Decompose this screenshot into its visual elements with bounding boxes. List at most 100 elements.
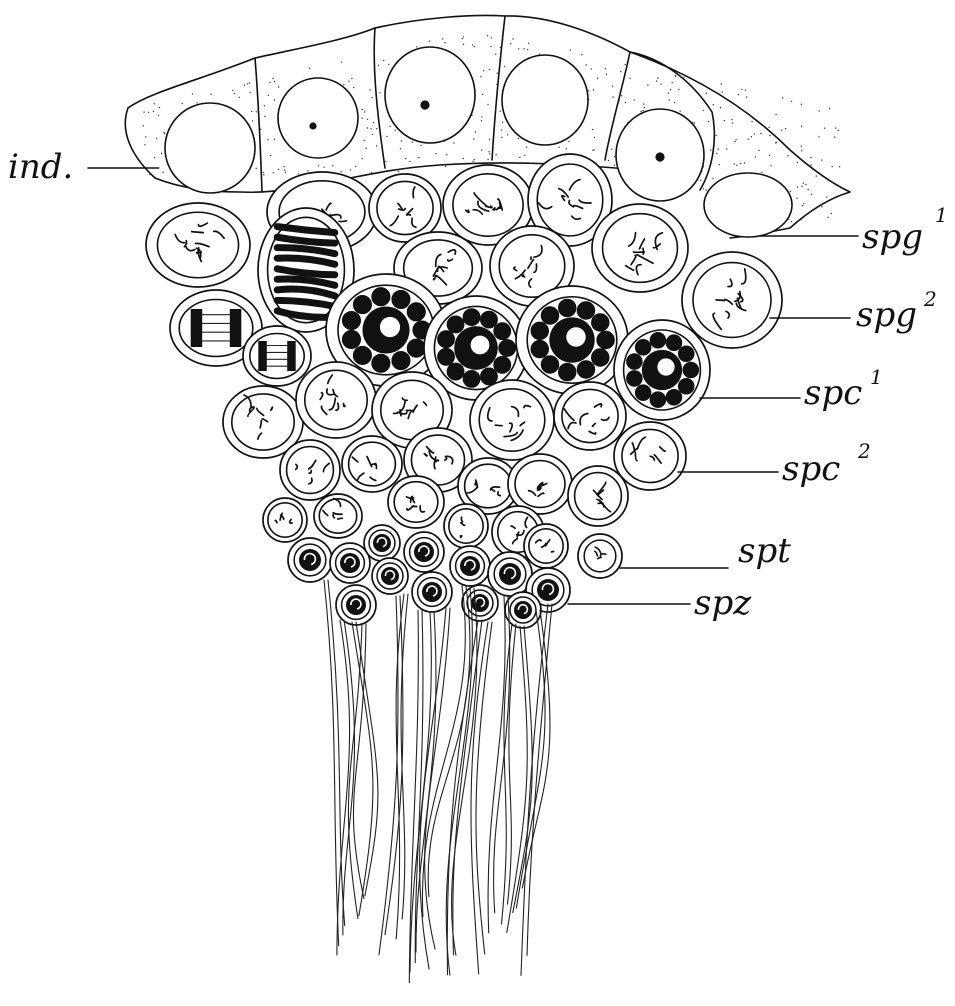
stipple-dot bbox=[706, 189, 707, 190]
germ-cell bbox=[444, 504, 488, 548]
chromatin-clump bbox=[463, 309, 480, 326]
stipple-dot bbox=[269, 82, 270, 83]
stipple-dot bbox=[309, 68, 310, 69]
label-spg2: spg bbox=[856, 295, 917, 335]
cell-nucleus bbox=[453, 174, 523, 236]
germ-cell bbox=[404, 532, 444, 572]
stipple-dot bbox=[475, 131, 476, 132]
stipple-dot bbox=[267, 139, 268, 140]
germ-cell bbox=[682, 252, 782, 348]
stipple-dot bbox=[621, 95, 622, 96]
stipple-dot bbox=[527, 49, 528, 50]
stipple-dot bbox=[463, 36, 464, 37]
stipple-dot bbox=[362, 109, 363, 110]
germ-cell bbox=[336, 585, 376, 625]
stipple-dot bbox=[805, 184, 806, 185]
stipple-dot bbox=[274, 81, 275, 82]
chromatin-clump bbox=[353, 296, 371, 314]
stipple-dot bbox=[620, 71, 621, 72]
stipple-dot bbox=[719, 164, 720, 165]
stipple-dot bbox=[647, 84, 648, 85]
label-spc2: spc bbox=[782, 449, 840, 489]
stipple-dot bbox=[721, 83, 722, 84]
stipple-dot bbox=[821, 206, 822, 207]
chromatin-clump bbox=[342, 312, 360, 330]
stipple-dot bbox=[716, 135, 717, 136]
stipple-dot bbox=[642, 110, 643, 111]
nucleolus bbox=[421, 101, 429, 109]
stipple-dot bbox=[708, 121, 709, 122]
stipple-dot bbox=[405, 168, 406, 169]
stipple-dot bbox=[252, 120, 253, 121]
stipple-dot bbox=[284, 166, 285, 167]
stipple-dot bbox=[797, 186, 798, 187]
stipple-dot bbox=[343, 84, 344, 85]
germ-cell bbox=[364, 525, 400, 561]
sperm-head bbox=[499, 563, 521, 585]
germ-cell bbox=[388, 476, 444, 528]
stipple-dot bbox=[244, 85, 245, 86]
cell-nucleus bbox=[319, 499, 356, 533]
stipple-dot bbox=[272, 78, 273, 79]
stipple-dot bbox=[501, 129, 502, 130]
stipple-dot bbox=[633, 99, 634, 100]
chromatin-strand bbox=[338, 518, 342, 519]
stipple-dot bbox=[644, 107, 645, 108]
stipple-dot bbox=[495, 54, 496, 55]
chromatin-clump bbox=[392, 290, 410, 308]
germ-cell bbox=[342, 436, 402, 492]
stipple-dot bbox=[154, 103, 155, 104]
chromatin-clump bbox=[481, 311, 498, 328]
stipple-dot bbox=[472, 161, 473, 162]
stipple-dot bbox=[591, 68, 592, 69]
stipple-dot bbox=[250, 92, 251, 93]
sperm-tail bbox=[494, 596, 510, 913]
chromatin-clump bbox=[541, 307, 558, 324]
stipple-dot bbox=[249, 82, 250, 83]
stipple-dot bbox=[832, 166, 833, 167]
stipple-dot bbox=[463, 158, 464, 159]
stipple-dot bbox=[734, 163, 735, 164]
stipple-dot bbox=[674, 102, 675, 103]
stipple-dot bbox=[416, 46, 417, 47]
stipple-dot bbox=[581, 54, 582, 55]
stipple-dot bbox=[260, 129, 261, 130]
stipple-dot bbox=[369, 89, 370, 90]
stipple-dot bbox=[378, 65, 379, 66]
stipple-dot bbox=[239, 97, 240, 98]
stipple-dot bbox=[746, 96, 747, 97]
cell-nucleus bbox=[287, 447, 334, 494]
stipple-dot bbox=[720, 107, 721, 108]
germ-cell bbox=[450, 546, 490, 586]
stipple-dot bbox=[490, 46, 491, 47]
stipple-dot bbox=[810, 164, 811, 165]
chromatin-strand bbox=[716, 300, 725, 301]
sperm-tail bbox=[446, 588, 472, 975]
stipple-dot bbox=[769, 135, 770, 136]
stipple-dot bbox=[796, 198, 797, 199]
sperm-tail bbox=[324, 580, 339, 946]
stipple-dot bbox=[523, 48, 524, 49]
stipple-dot bbox=[716, 153, 717, 154]
stipple-dot bbox=[490, 37, 491, 38]
stipple-dot bbox=[829, 108, 830, 109]
follicle-cell-nucleus bbox=[385, 47, 475, 143]
stipple-dot bbox=[710, 149, 711, 150]
chromatin-clump bbox=[481, 368, 498, 385]
stipple-dot bbox=[164, 133, 165, 134]
stipple-dot bbox=[483, 70, 484, 71]
stipple-dot bbox=[274, 139, 275, 140]
germ-cell bbox=[263, 498, 307, 542]
chromatin-clump bbox=[592, 349, 609, 366]
stipple-dot bbox=[722, 91, 723, 92]
follicle-cell-nucleus bbox=[278, 78, 358, 158]
chromatin-clump bbox=[353, 346, 371, 364]
stipple-dot bbox=[232, 90, 233, 91]
stipple-dot bbox=[496, 84, 497, 85]
label-spt: spt bbox=[738, 531, 791, 571]
stipple-dot bbox=[626, 67, 627, 68]
chromatin-clump bbox=[627, 371, 642, 386]
stipple-dot bbox=[741, 89, 742, 90]
stipple-dot bbox=[474, 46, 475, 47]
chromatin-clump bbox=[679, 379, 694, 394]
